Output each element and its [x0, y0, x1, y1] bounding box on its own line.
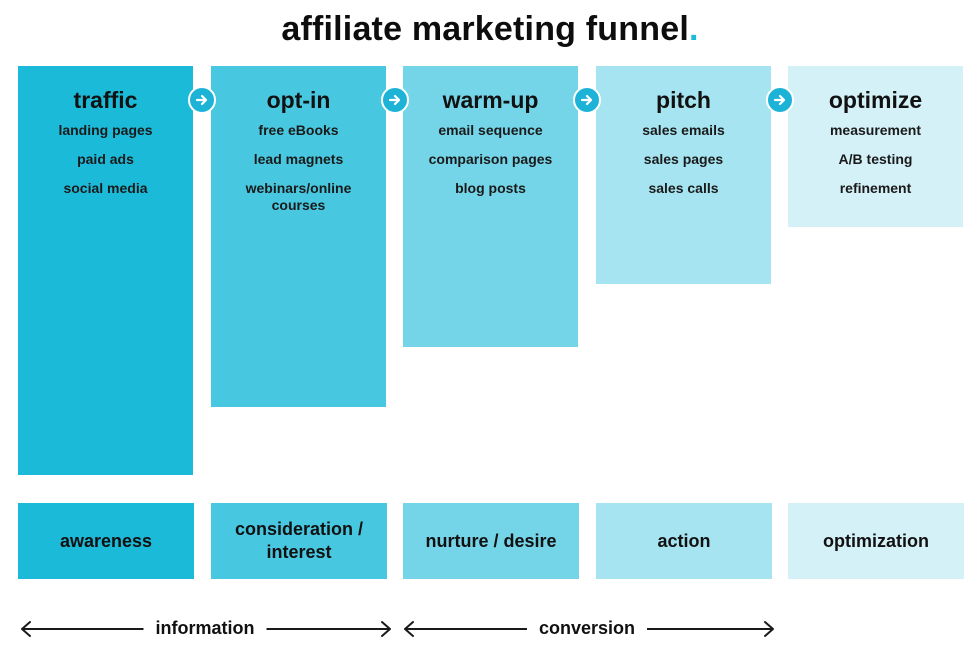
- phase-conversion: conversion: [403, 616, 775, 642]
- stage-consideration-interest: consideration / interest: [211, 503, 387, 579]
- column-item: comparison pages: [428, 151, 553, 167]
- column-items: free eBooks lead magnets webinars/online…: [211, 122, 386, 214]
- column-item: sales emails: [642, 122, 725, 138]
- column-heading: warm-up: [442, 87, 539, 113]
- column-item: email sequence: [438, 122, 543, 138]
- column-heading: traffic: [73, 87, 138, 113]
- column-item: landing pages: [58, 122, 153, 138]
- column-heading: opt-in: [266, 87, 331, 113]
- column-heading: optimize: [828, 87, 923, 113]
- column-items: sales emails sales pages sales calls: [596, 122, 771, 197]
- column-item: A/B testing: [838, 151, 913, 167]
- column-item: blog posts: [455, 180, 526, 196]
- column-item: paid ads: [77, 151, 134, 167]
- funnel-column-optimize: optimize measurement A/B testing refinem…: [788, 66, 963, 227]
- funnel-column-opt-in: opt-in free eBooks lead magnets webinars…: [211, 66, 386, 407]
- column-item: refinement: [839, 180, 912, 196]
- column-items: landing pages paid ads social media: [18, 122, 193, 197]
- arrow-right-circle-icon: [573, 86, 601, 114]
- diagram-title: affiliate marketing funnel.: [0, 10, 980, 49]
- arrow-right-circle-icon: [766, 86, 794, 114]
- column-item: social media: [63, 180, 148, 196]
- stage-nurture-desire: nurture / desire: [403, 503, 579, 579]
- arrow-right-circle-icon: [188, 86, 216, 114]
- column-item: webinars/online courses: [245, 180, 352, 213]
- column-item: sales calls: [648, 180, 719, 196]
- column-heading: pitch: [656, 87, 711, 113]
- stage-action: action: [596, 503, 772, 579]
- phase-information: information: [20, 616, 392, 642]
- column-item: measurement: [829, 122, 922, 138]
- column-item: lead magnets: [253, 151, 344, 167]
- funnel-column-traffic: traffic landing pages paid ads social me…: [18, 66, 193, 475]
- stage-optimization: optimization: [788, 503, 964, 579]
- title-text: affiliate marketing funnel: [281, 10, 689, 48]
- arrow-right-circle-icon: [381, 86, 409, 114]
- column-item: sales pages: [643, 151, 724, 167]
- phase-label: conversion: [526, 618, 648, 639]
- stage-awareness: awareness: [18, 503, 194, 579]
- column-items: email sequence comparison pages blog pos…: [403, 122, 578, 197]
- column-item: free eBooks: [258, 122, 339, 138]
- funnel-column-warm-up: warm-up email sequence comparison pages …: [403, 66, 578, 347]
- title-dot: .: [688, 10, 699, 48]
- phase-label: information: [143, 618, 267, 639]
- column-items: measurement A/B testing refinement: [788, 122, 963, 197]
- funnel-column-pitch: pitch sales emails sales pages sales cal…: [596, 66, 771, 284]
